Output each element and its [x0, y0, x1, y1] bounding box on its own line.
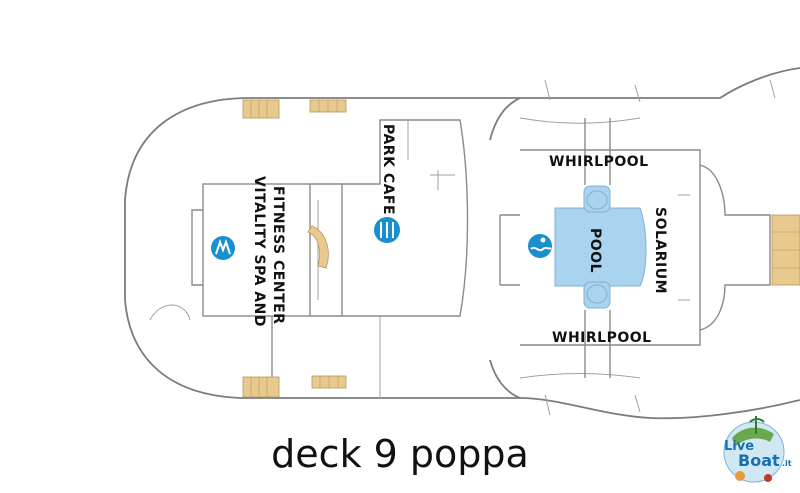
- hull-outline: [124, 67, 800, 420]
- liveboat-logo: Live Boat .it: [723, 416, 792, 483]
- cafe-icon: [374, 217, 400, 243]
- stairs-top-mid: [309, 99, 347, 113]
- park-cafe-label: PARK CAFE: [380, 124, 396, 215]
- whirlpool-top-spa: [586, 190, 608, 210]
- spa-walls: [149, 183, 381, 398]
- pool-label: POOL: [587, 228, 603, 273]
- logo-line1: Live: [724, 439, 754, 454]
- logo-suffix: .it: [782, 459, 792, 468]
- deck-title: deck 9 poppa: [271, 432, 529, 476]
- stairs-curved: [307, 225, 329, 269]
- whirlpool-bottom-label: WHIRLPOOL: [552, 330, 652, 346]
- pool-walls: [499, 79, 776, 416]
- logo-line2: Boat: [738, 451, 780, 470]
- spa-icon: [211, 236, 235, 260]
- vitality-label: VITALITY SPA AND: [251, 176, 267, 327]
- stairs-bottom-mid: [311, 375, 347, 389]
- stairs-right-edge: [771, 214, 800, 286]
- stairs-top-left: [242, 99, 280, 119]
- cafe-walls: [342, 119, 469, 317]
- fitness-label: FITNESS CENTER: [270, 186, 286, 324]
- stairs-bottom-left: [242, 376, 280, 398]
- pool-icon: [528, 234, 552, 258]
- solarium-label: SOLARIUM: [652, 207, 668, 294]
- whirlpool-top-label: WHIRLPOOL: [549, 154, 649, 170]
- pool-basin: [554, 207, 647, 287]
- whirlpool-bottom-spa: [586, 284, 608, 304]
